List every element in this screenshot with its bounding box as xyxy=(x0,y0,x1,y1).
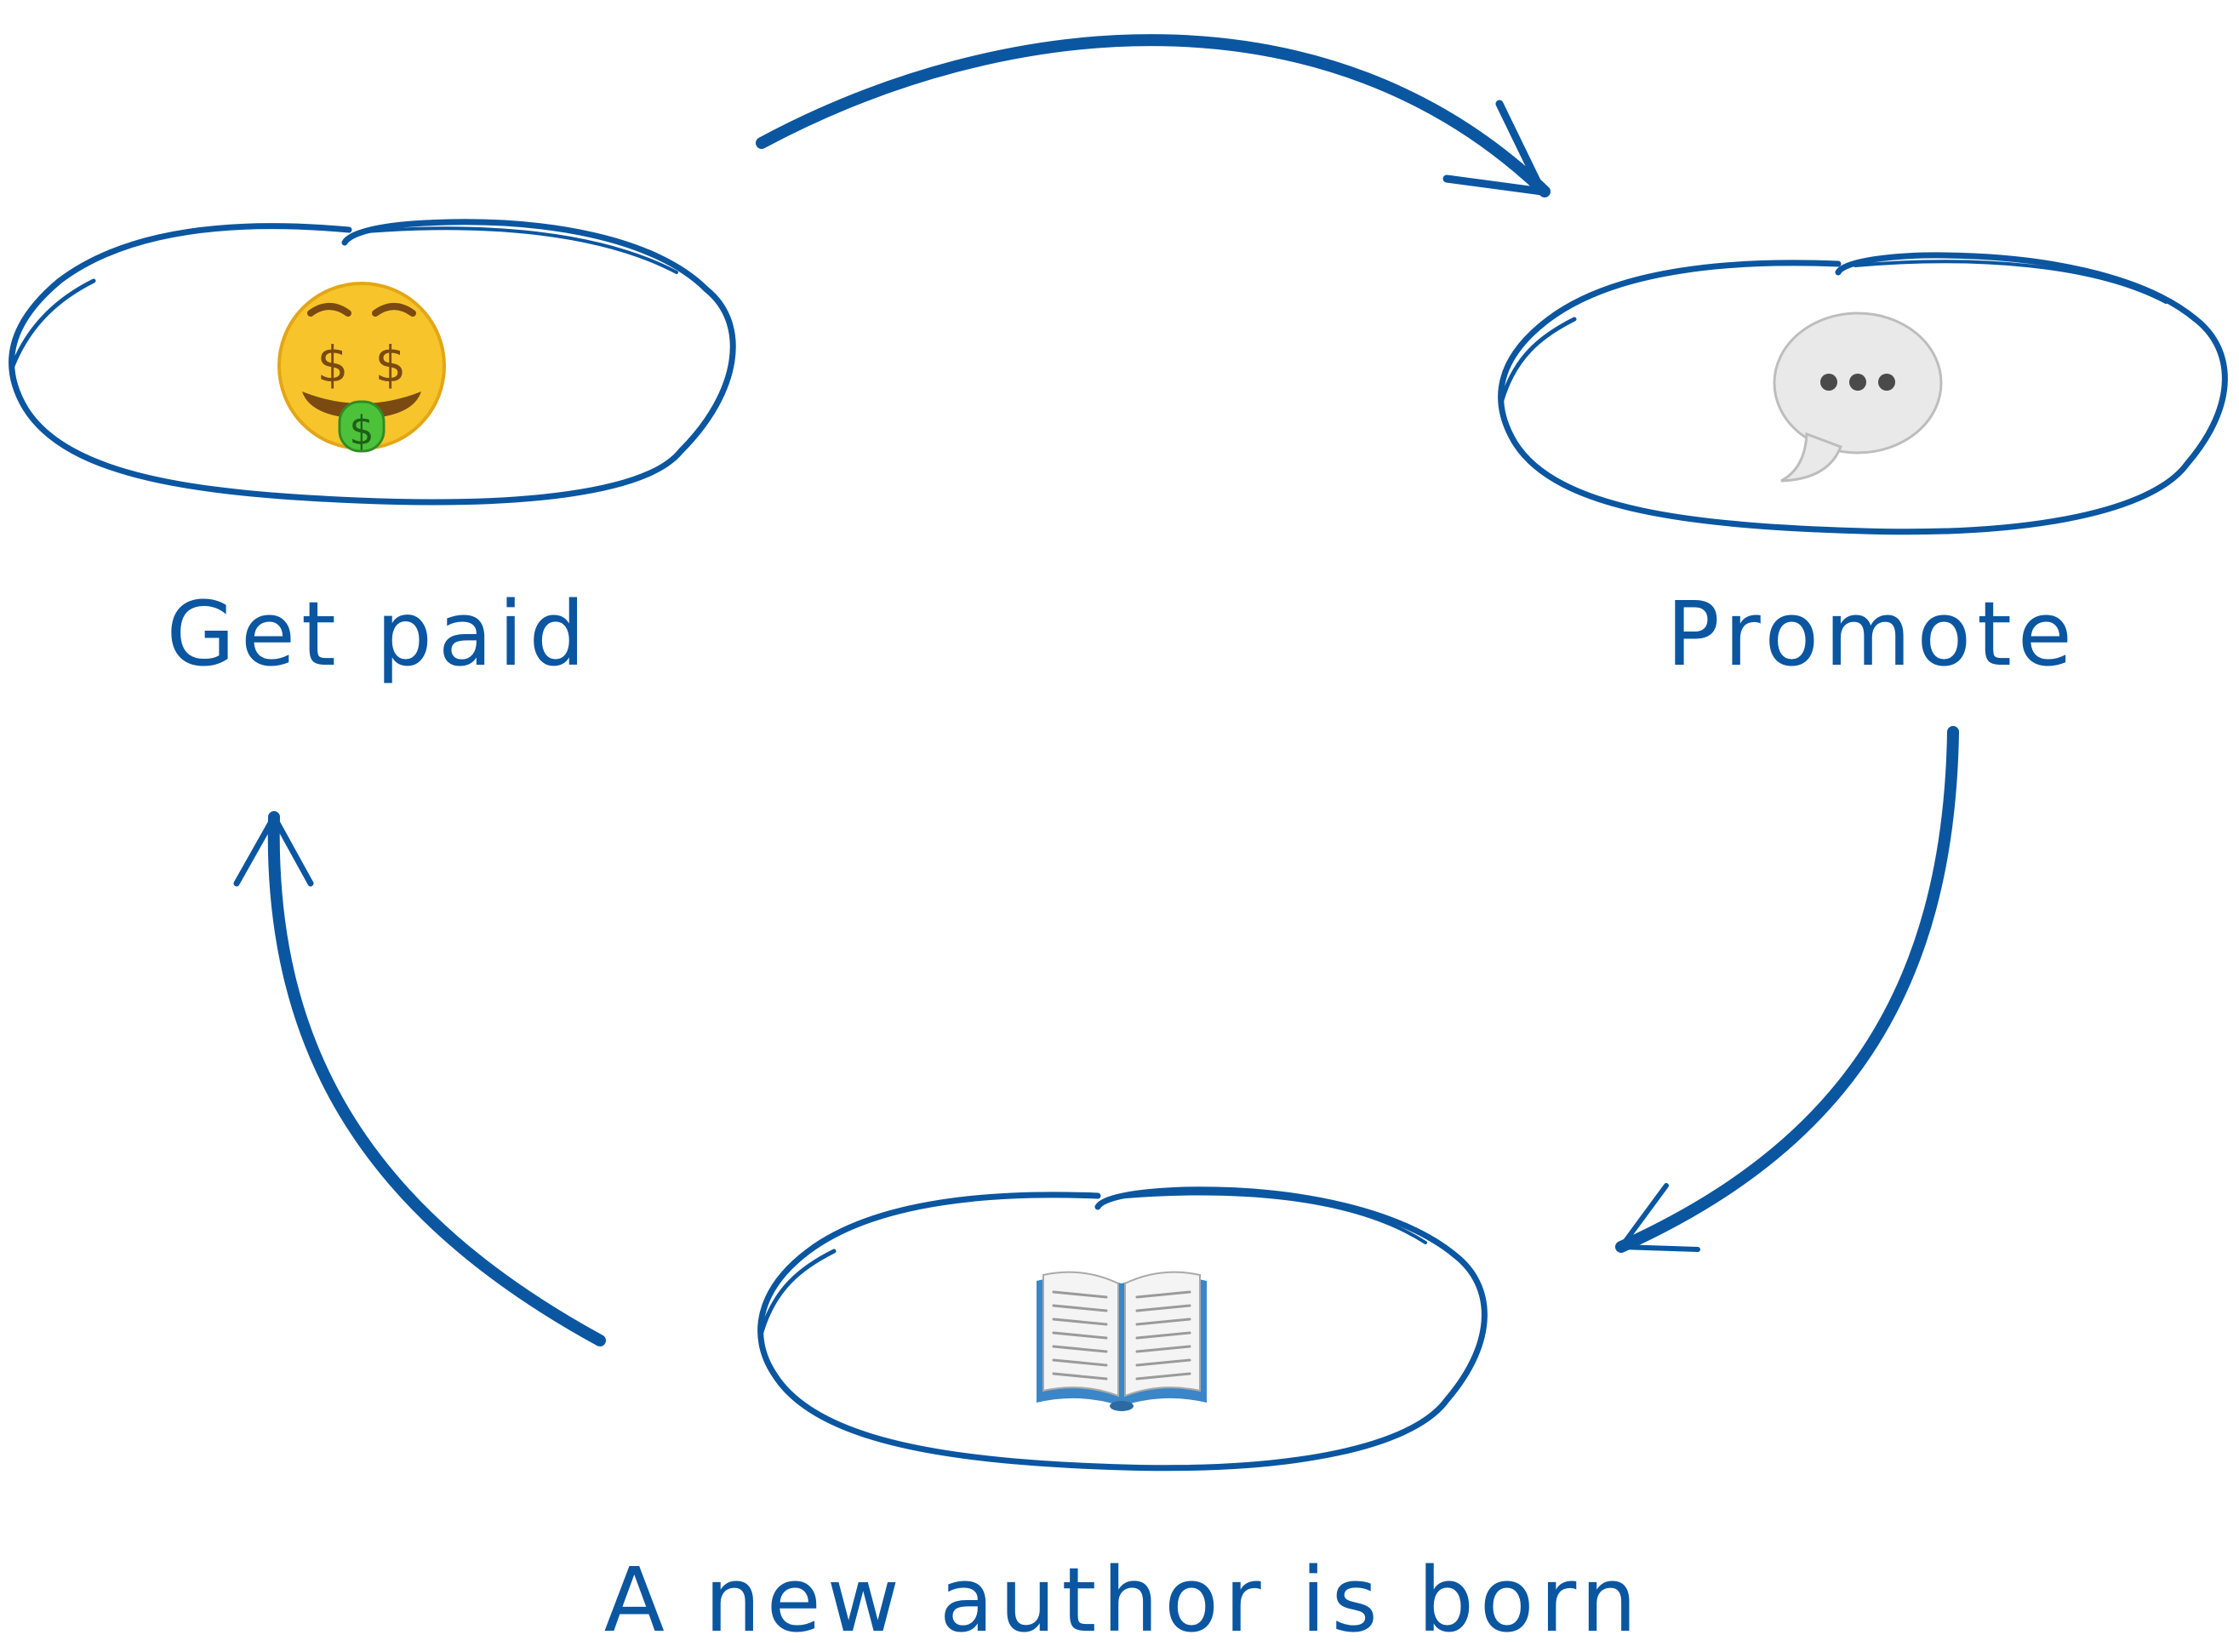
node-ellipse-get-paid xyxy=(9,219,736,506)
node-ellipse-author xyxy=(757,1186,1488,1472)
node-label-promote: Promote xyxy=(1666,582,2078,686)
arrow-promote-to-author xyxy=(1615,726,1959,1253)
money-mouth-face-icon: $ $ $ xyxy=(277,282,446,454)
arrow-get-paid-to-promote xyxy=(756,34,1551,197)
speech-bubble-icon xyxy=(1773,312,1943,483)
svg-text:$: $ xyxy=(317,335,349,393)
arrow-author-to-get-paid xyxy=(233,811,606,1346)
node-label-get-paid: Get paid xyxy=(166,582,591,686)
open-book-icon xyxy=(1037,1271,1207,1411)
svg-text:$: $ xyxy=(349,408,374,454)
node-ellipse-promote xyxy=(1498,252,2228,535)
svg-text:$: $ xyxy=(375,335,407,393)
node-label-author: A new author is born xyxy=(603,1548,1643,1652)
